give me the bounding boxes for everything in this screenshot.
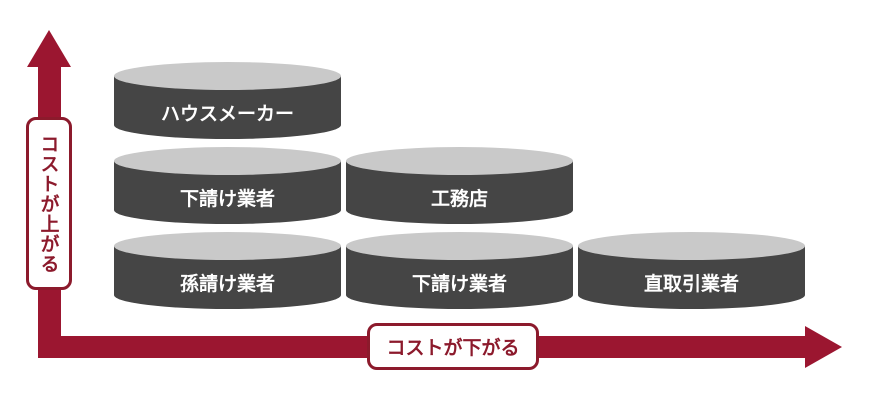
y-axis-label: コストが上がる xyxy=(26,117,72,290)
cylinder xyxy=(346,147,573,224)
cylinder-label: 孫請け業者 xyxy=(179,273,275,295)
cylinder xyxy=(114,232,341,310)
cylinder xyxy=(114,62,341,139)
cylinder-label: ハウスメーカー xyxy=(160,103,294,125)
cylinder-label: 工務店 xyxy=(430,188,488,210)
x-axis-label: コストが下がる xyxy=(367,323,539,370)
cylinder xyxy=(346,232,573,310)
cylinder-label: 直取引業者 xyxy=(643,273,739,295)
cylinder xyxy=(114,147,341,224)
cylinder-label: 下請け業者 xyxy=(179,188,275,210)
cylinder xyxy=(578,232,805,310)
cylinder-label: 下請け業者 xyxy=(411,273,507,295)
